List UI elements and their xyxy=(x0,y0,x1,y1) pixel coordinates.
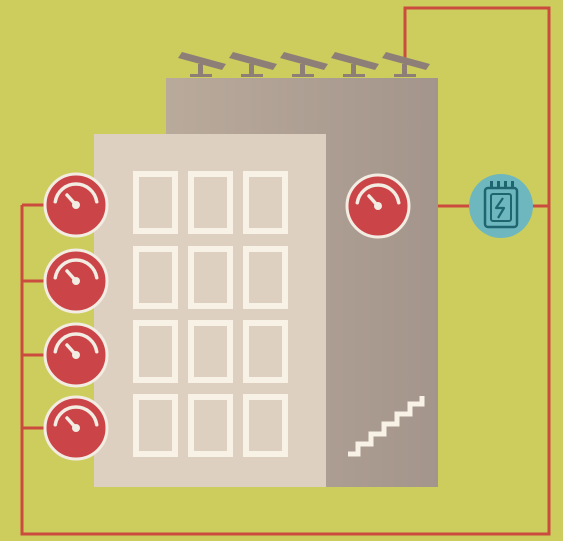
gauge-hub xyxy=(72,277,80,285)
window xyxy=(188,246,233,309)
staircase-icon xyxy=(348,396,425,457)
main-meter-icon[interactable] xyxy=(345,173,411,239)
solar-panel-icon xyxy=(280,52,328,77)
solar-array xyxy=(178,52,430,77)
battery-controller-icon[interactable] xyxy=(469,174,533,238)
solar-panel-icon xyxy=(229,52,277,77)
solar-panel-base xyxy=(190,74,212,77)
window xyxy=(243,320,288,383)
solar-panel-post xyxy=(351,64,356,77)
controller-body xyxy=(483,186,519,229)
gauge-dial-arc xyxy=(53,405,99,427)
floor-meter-icon[interactable] xyxy=(43,248,109,314)
gauge-dial-arc xyxy=(53,258,99,280)
gauge-hub xyxy=(72,424,80,432)
solar-panel-icon xyxy=(382,52,430,77)
controller-pin xyxy=(490,181,493,188)
gauge-hub xyxy=(374,202,382,210)
solar-panel-post xyxy=(249,64,254,77)
solar-panel-post xyxy=(300,64,305,77)
window-grid xyxy=(133,171,288,457)
solar-panel-icon xyxy=(178,52,226,77)
gauge-hub xyxy=(72,201,80,209)
window xyxy=(243,171,288,234)
window xyxy=(133,246,178,309)
window xyxy=(188,394,233,457)
lightning-bolt-icon xyxy=(494,197,506,219)
window xyxy=(188,320,233,383)
solar-panel-post xyxy=(198,64,203,77)
solar-panel-face xyxy=(331,52,379,70)
main-supply-wire xyxy=(20,6,551,536)
gauge-dial-arc xyxy=(53,332,99,354)
window xyxy=(133,171,178,234)
solar-panel-post xyxy=(402,64,407,77)
floor-meter-icon[interactable] xyxy=(43,172,109,238)
window xyxy=(133,320,178,383)
gauge-hub xyxy=(72,351,80,359)
gauge-dial-arc xyxy=(53,182,99,204)
solar-panel-face xyxy=(280,52,328,70)
stairs-line xyxy=(348,396,425,457)
window xyxy=(243,246,288,309)
solar-panel-icon xyxy=(331,52,379,77)
solar-panel-face xyxy=(178,52,226,70)
window xyxy=(133,394,178,457)
solar-panel-face xyxy=(382,52,430,70)
building-front-block xyxy=(94,134,326,487)
solar-panel-face xyxy=(229,52,277,70)
window xyxy=(188,171,233,234)
floor-meter-icon[interactable] xyxy=(43,395,109,461)
meter-group xyxy=(43,172,411,461)
controller-pin xyxy=(497,181,500,188)
solar-panel-base xyxy=(292,74,314,77)
floor-meter-icon[interactable] xyxy=(43,322,109,388)
controller-disc xyxy=(469,174,533,238)
solar-panel-base xyxy=(241,74,263,77)
gauge-dial-arc xyxy=(355,183,401,205)
solar-panel-base xyxy=(343,74,365,77)
controller-pin xyxy=(504,181,507,188)
controller-pin xyxy=(511,181,514,188)
window xyxy=(243,394,288,457)
controller-cell xyxy=(490,193,512,222)
solar-panel-base xyxy=(394,74,416,77)
